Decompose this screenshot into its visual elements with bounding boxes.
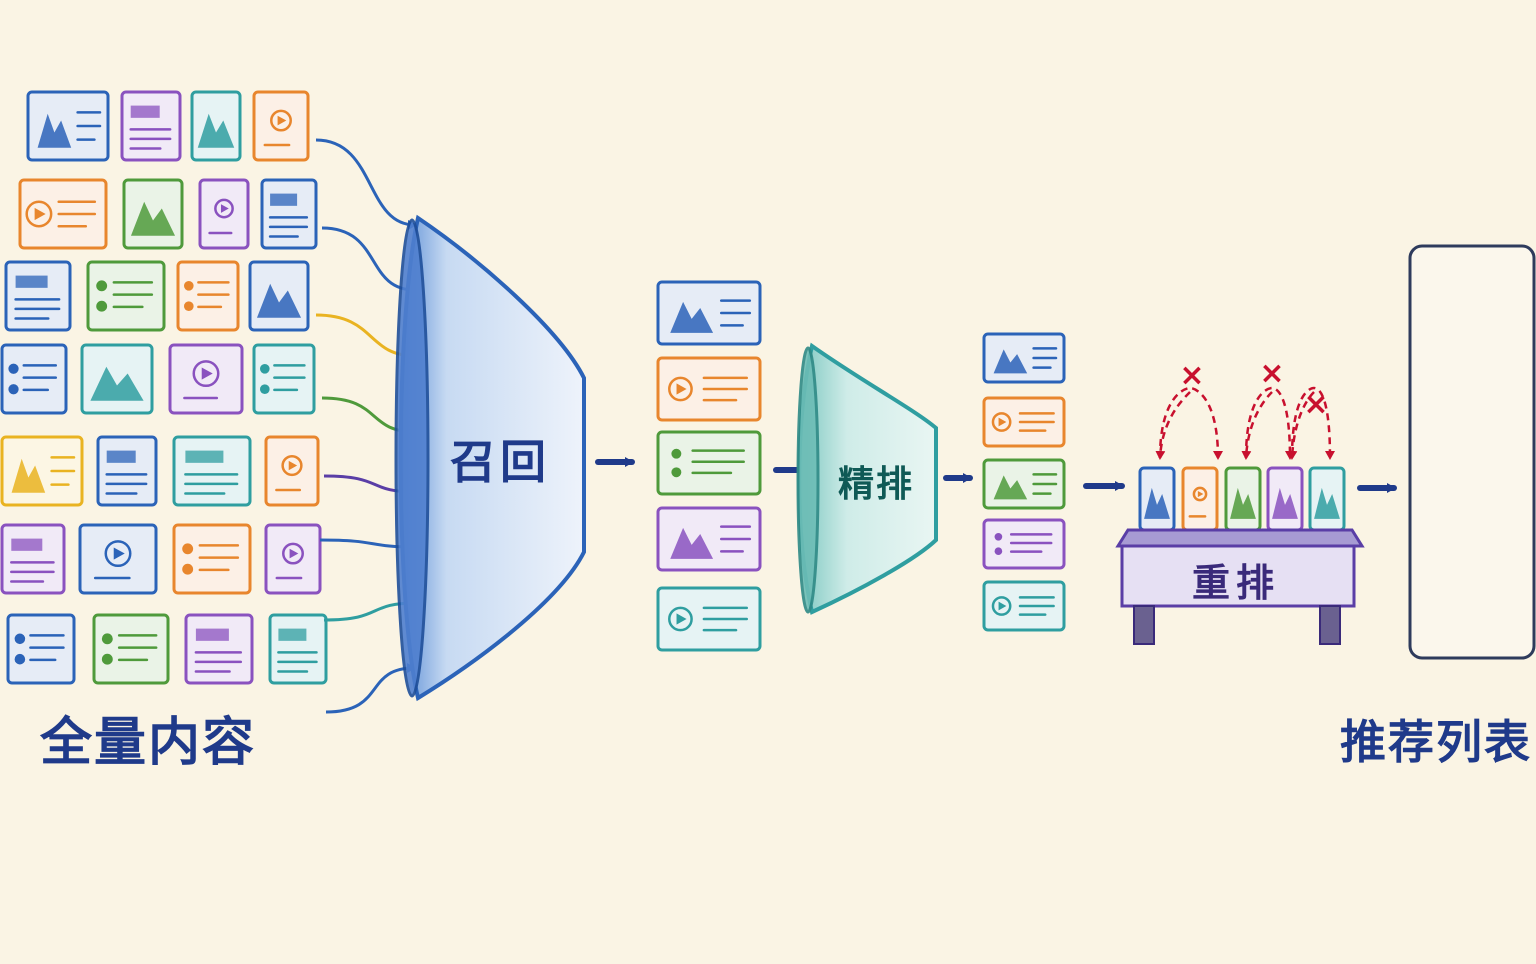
corpus-card (26, 90, 110, 162)
corpus-card (6, 613, 76, 685)
rerank-card (1224, 466, 1262, 532)
ranked-card (982, 458, 1066, 510)
corpus-card (184, 613, 254, 685)
rerank-swap-arrow (1241, 391, 1273, 460)
corpus-card (172, 435, 252, 507)
corpus-card (4, 260, 72, 332)
corpus-card (198, 178, 250, 250)
corpus-card (96, 435, 158, 507)
ranked-card (982, 518, 1066, 570)
corpus-card (252, 90, 310, 162)
corpus-card (78, 523, 158, 595)
flow-arrow (315, 138, 417, 230)
rerank-table-top (1115, 528, 1365, 548)
corpus-card (168, 343, 244, 415)
corpus-card (120, 90, 182, 162)
recalled-card (656, 280, 762, 346)
corpus-card (18, 178, 108, 250)
recall-funnel-mouth (394, 218, 430, 698)
rerank-label: 重排 (1192, 561, 1280, 605)
corpus-card (122, 178, 184, 250)
recalled-card (656, 586, 762, 652)
rerank-table-body (1120, 544, 1356, 608)
rerank-swap-arrow (1290, 386, 1335, 460)
rerank-card (1266, 466, 1304, 532)
rerank-swap-arrow (1244, 386, 1295, 460)
ranked-card (982, 580, 1066, 632)
recall-label: 召回 (450, 435, 550, 489)
corpus-card (264, 435, 320, 507)
corpus-label: 全量内容 (40, 713, 257, 773)
rerank-swap-arrow (1158, 386, 1223, 460)
final-list-frame (1408, 244, 1536, 660)
rerank-x-marker: × (1303, 387, 1328, 422)
corpus-card (252, 343, 316, 415)
rerank-table-leg (1319, 605, 1341, 645)
corpus-card (80, 343, 154, 415)
corpus-card (268, 613, 328, 685)
final-list-label: 推荐列表 (1340, 715, 1532, 769)
flow-arrow (325, 663, 416, 714)
corpus-card (248, 260, 310, 332)
recalled-card (656, 430, 762, 496)
corpus-card (190, 90, 242, 162)
rerank-card (1138, 466, 1176, 532)
corpus-card (260, 178, 318, 250)
corpus-card (86, 260, 166, 332)
corpus-card (0, 523, 66, 595)
rerank-x-marker: × (1179, 358, 1204, 393)
rerank-x-marker: × (1259, 356, 1284, 391)
corpus-card (92, 613, 170, 685)
recalled-card (656, 356, 762, 422)
recalled-card (656, 506, 762, 572)
corpus-card (172, 523, 252, 595)
rerank-swap-arrow (1155, 391, 1191, 460)
corpus-card (264, 523, 322, 595)
rerank-swap-arrow (1287, 391, 1315, 460)
rerank-table-leg (1133, 605, 1155, 645)
ranked-card (982, 332, 1066, 384)
ranking-funnel-mouth (796, 346, 820, 614)
rerank-card (1308, 466, 1346, 532)
ranking-label: 精排 (838, 464, 914, 505)
rerank-card (1181, 466, 1219, 532)
corpus-card (0, 343, 68, 415)
ranked-card (982, 396, 1066, 448)
corpus-card (0, 435, 84, 507)
corpus-card (176, 260, 240, 332)
